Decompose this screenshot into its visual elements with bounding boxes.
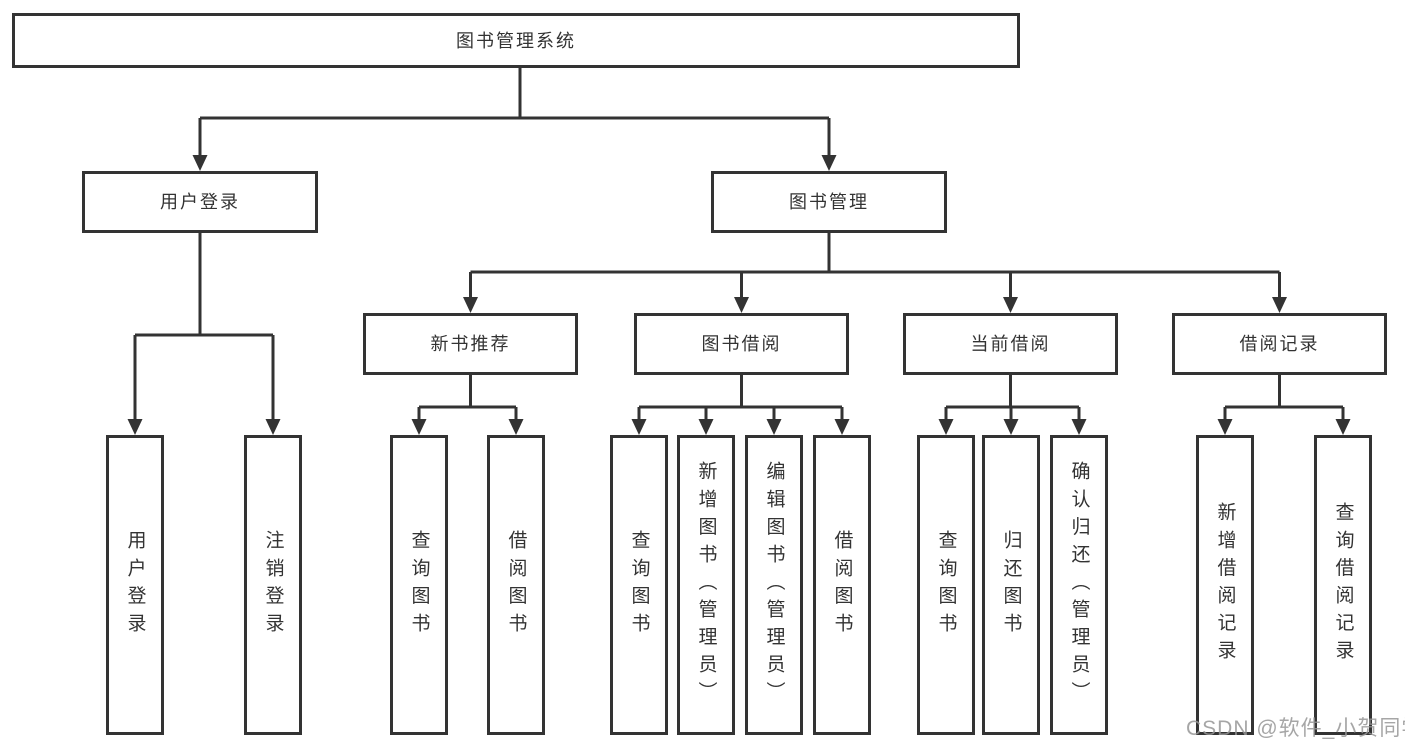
node-book-management-branch-label: 图书管理	[789, 192, 869, 212]
node-leaf-add-borrow-record-label: 新增借阅记录	[1214, 502, 1236, 668]
node-root-system: 图书管理系统	[12, 13, 1020, 68]
edge-new-book-to-leaves	[417, 375, 518, 421]
node-leaf-query-books-borrow: 查询图书	[610, 435, 668, 735]
node-leaf-add-books-admin: 新增图书（管理员）	[677, 435, 735, 735]
node-leaf-query-books-current: 查询图书	[917, 435, 975, 735]
arrow-down-icon	[734, 297, 749, 313]
node-leaf-borrow-books-recommend-label: 借阅图书	[505, 529, 527, 641]
node-leaf-borrow-books-recommend: 借阅图书	[487, 435, 545, 735]
arrow-down-icon	[411, 419, 427, 435]
node-leaf-confirm-return-admin-label: 确认归还（管理员）	[1068, 461, 1090, 709]
node-leaf-query-books-recommend-label: 查询图书	[408, 529, 430, 641]
node-book-borrowing: 图书借阅	[634, 313, 849, 375]
edge-book-mgmt-to-level3	[469, 233, 1281, 299]
arrowhead-icons	[127, 155, 1351, 435]
node-book-borrowing-label: 图书借阅	[701, 334, 782, 354]
node-leaf-borrow-books: 借阅图书	[813, 435, 871, 735]
arrow-down-icon	[192, 155, 208, 171]
arrow-down-icon	[463, 297, 478, 313]
node-leaf-add-books-admin-label: 新增图书（管理员）	[695, 461, 717, 709]
node-leaf-logout-label: 注销登录	[262, 529, 284, 641]
arrow-down-icon	[834, 419, 850, 435]
node-current-borrowing-label: 当前借阅	[970, 334, 1051, 354]
node-borrowing-records: 借阅记录	[1172, 313, 1387, 375]
node-user-login-branch: 用户登录	[82, 171, 318, 233]
node-book-management-branch: 图书管理	[711, 171, 947, 233]
arrow-down-icon	[1272, 297, 1287, 313]
edge-current-borrow-to-leaves	[944, 375, 1081, 421]
arrow-down-icon	[1071, 419, 1087, 435]
node-leaf-query-books-recommend: 查询图书	[390, 435, 448, 735]
watermark: CSDN @软件_小贺同学	[1186, 717, 1405, 740]
node-leaf-user-login-label: 用户登录	[124, 529, 146, 641]
node-leaf-query-borrow-record-label: 查询借阅记录	[1332, 502, 1354, 668]
node-leaf-confirm-return-admin: 确认归还（管理员）	[1050, 435, 1108, 735]
arrow-down-icon	[766, 419, 782, 435]
arrow-down-icon	[1217, 419, 1233, 435]
arrow-down-icon	[938, 419, 954, 435]
edge-user-login-to-leaves	[133, 233, 275, 421]
node-leaf-borrow-books-label: 借阅图书	[831, 529, 853, 641]
node-new-book-recommend: 新书推荐	[363, 313, 578, 375]
node-leaf-return-books-label: 归还图书	[1000, 529, 1022, 641]
arrow-down-icon	[508, 419, 524, 435]
node-new-book-recommend-label: 新书推荐	[430, 334, 511, 354]
node-leaf-user-login: 用户登录	[106, 435, 164, 735]
arrow-down-icon	[1003, 419, 1019, 435]
tree-edges	[133, 68, 1345, 421]
node-leaf-return-books: 归还图书	[982, 435, 1040, 735]
node-leaf-add-borrow-record: 新增借阅记录	[1196, 435, 1254, 735]
node-leaf-edit-books-admin-label: 编辑图书（管理员）	[763, 461, 785, 709]
edge-root-to-level2	[198, 68, 831, 157]
arrow-down-icon	[127, 419, 143, 435]
arrow-down-icon	[821, 155, 837, 171]
node-leaf-logout: 注销登录	[244, 435, 302, 735]
node-borrowing-records-label: 借阅记录	[1239, 334, 1320, 354]
arrow-down-icon	[698, 419, 714, 435]
node-user-login-branch-label: 用户登录	[160, 192, 240, 212]
arrow-down-icon	[1335, 419, 1351, 435]
node-leaf-edit-books-admin: 编辑图书（管理员）	[745, 435, 803, 735]
arrow-down-icon	[265, 419, 281, 435]
edge-book-borrow-to-leaves	[637, 375, 844, 421]
edge-records-to-leaves	[1223, 375, 1345, 421]
arrow-down-icon	[631, 419, 647, 435]
node-leaf-query-books-current-label: 查询图书	[935, 529, 957, 641]
arrow-down-icon	[1003, 297, 1018, 313]
node-current-borrowing: 当前借阅	[903, 313, 1118, 375]
node-leaf-query-books-borrow-label: 查询图书	[628, 529, 650, 641]
node-leaf-query-borrow-record: 查询借阅记录	[1314, 435, 1372, 735]
node-root-system-label: 图书管理系统	[456, 30, 576, 51]
